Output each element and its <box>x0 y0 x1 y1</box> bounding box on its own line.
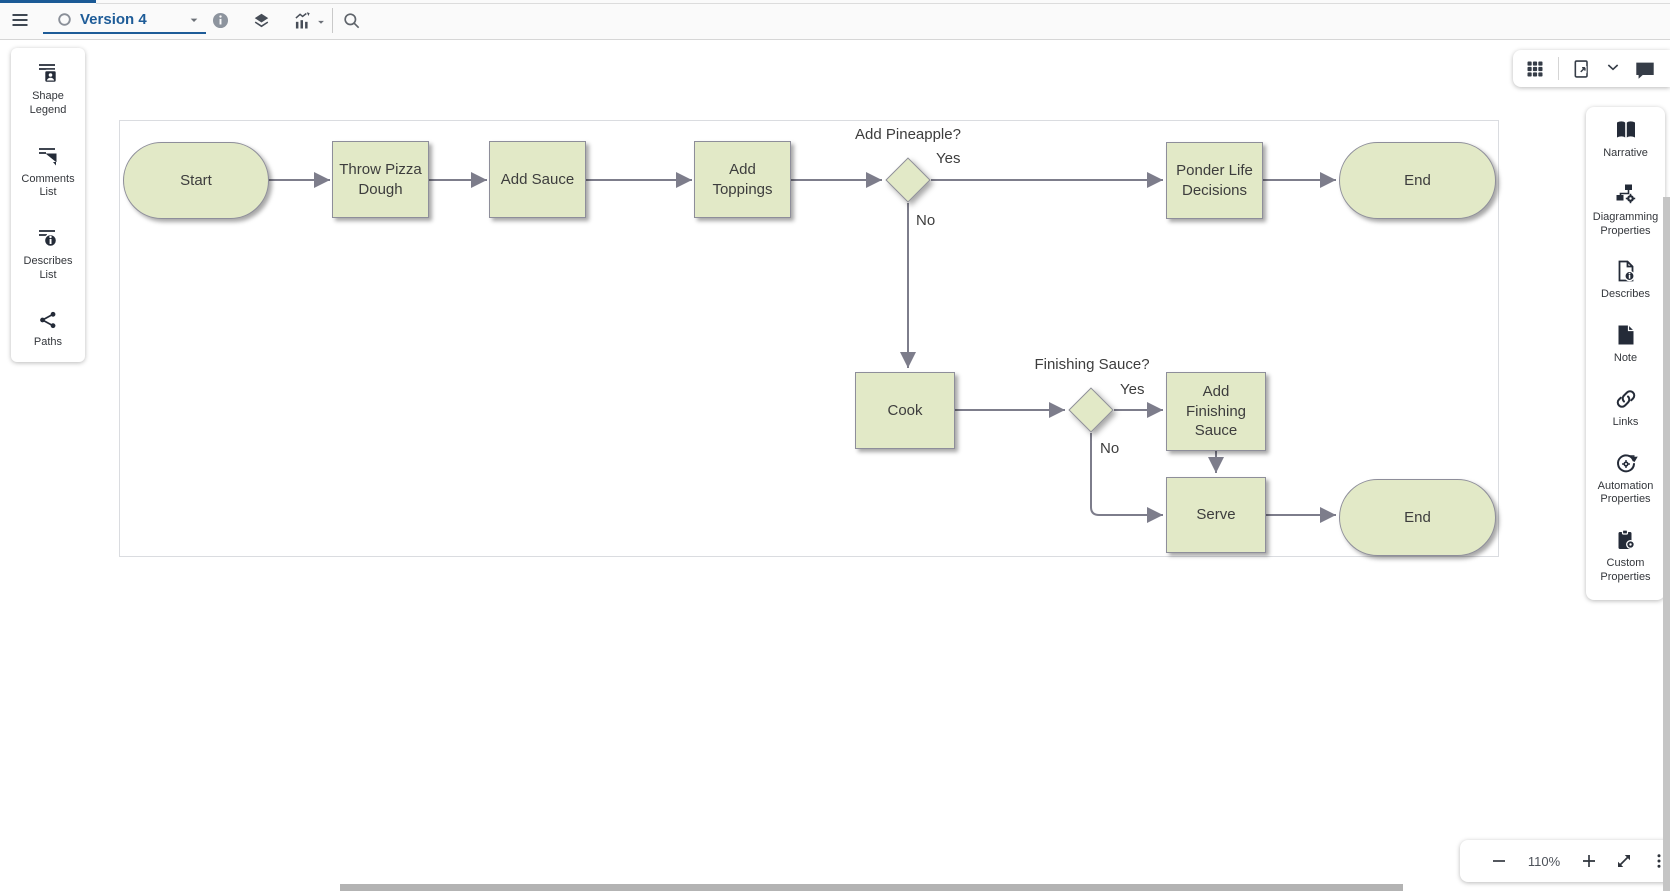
note-icon <box>1618 325 1633 345</box>
flow-node-throw-pizza-dough[interactable]: Throw Pizza Dough <box>332 141 429 218</box>
flow-node-add-pineapple-decision[interactable] <box>885 157 931 203</box>
caret-down-icon[interactable] <box>314 15 328 34</box>
describes-list-icon <box>39 230 58 248</box>
panel-label: Note <box>1613 352 1638 364</box>
link-icon <box>1616 390 1635 408</box>
panel-narrative[interactable]: Narrative <box>1586 118 1665 161</box>
flow-node-start[interactable]: Start <box>123 142 269 219</box>
tool-label: Comments List <box>21 172 75 199</box>
shape-legend-icon <box>39 64 58 84</box>
tool-label: Describes List <box>23 255 73 281</box>
flow-node-add-sauce[interactable]: Add Sauce <box>489 141 586 218</box>
panel-label: Describes <box>1601 288 1650 301</box>
paths-icon <box>40 311 56 328</box>
file-export-icon[interactable] <box>1572 59 1592 79</box>
automation-gear-icon <box>1616 453 1638 472</box>
version-status-icon <box>57 12 72 27</box>
zoom-controls: 110% <box>1460 840 1670 882</box>
node-label: Serve <box>1196 506 1236 524</box>
clipboard-gear-icon <box>1618 529 1635 549</box>
diagram-canvas[interactable] <box>119 120 1499 557</box>
flow-node-ponder-life-decisions[interactable]: Ponder Life Decisions <box>1166 142 1263 219</box>
fit-to-screen-icon[interactable] <box>1615 852 1633 870</box>
panel-automation-properties[interactable]: Automation Properties <box>1586 451 1665 508</box>
edge-label-no: No <box>1100 440 1120 457</box>
panel-note[interactable]: Note <box>1586 323 1665 366</box>
divider <box>1558 57 1559 80</box>
tool-shape-legend[interactable]: Shape Legend <box>11 61 85 118</box>
panel-label: Diagramming Properties <box>1592 210 1659 237</box>
node-label: Cook <box>887 401 923 419</box>
flow-node-serve[interactable]: Serve <box>1166 477 1266 553</box>
node-label: End <box>1404 171 1431 189</box>
node-label: Start <box>180 171 212 189</box>
node-label: Throw Pizza Dough <box>339 161 422 198</box>
panel-label: Automation Properties <box>1597 479 1654 506</box>
info-icon[interactable] <box>211 11 230 30</box>
comments-list-icon <box>39 147 57 165</box>
panel-describes[interactable]: Describes <box>1586 259 1665 302</box>
tool-paths[interactable]: Paths <box>11 309 85 350</box>
canvas-toolbar <box>1513 50 1670 87</box>
menu-icon[interactable] <box>10 10 30 30</box>
node-label: Add Sauce <box>500 170 575 188</box>
panel-links[interactable]: Links <box>1586 387 1665 430</box>
panel-label: Links <box>1612 415 1639 428</box>
flow-node-end-bottom[interactable]: End <box>1339 479 1496 556</box>
document-info-icon <box>1618 260 1635 282</box>
grid-icon[interactable] <box>1525 59 1545 79</box>
flow-node-add-finishing-sauce[interactable]: Add Finishing Sauce <box>1166 372 1266 451</box>
diagram-gear-icon <box>1616 184 1635 203</box>
flow-node-cook[interactable]: Cook <box>855 372 955 449</box>
node-label: Ponder Life Decisions <box>1176 162 1253 199</box>
edge-label-yes: Yes <box>1120 381 1145 398</box>
chevron-down-icon[interactable] <box>1605 59 1621 79</box>
version-selector[interactable]: Version 4 <box>43 7 206 34</box>
accent-strip <box>0 0 96 3</box>
book-icon <box>1616 121 1635 138</box>
vertical-scrollbar[interactable] <box>1663 197 1670 891</box>
more-options-icon[interactable] <box>1650 852 1668 870</box>
top-toolbar: Version 4 <box>0 0 1670 40</box>
zoom-in-button[interactable] <box>1580 852 1598 870</box>
tool-label: Shape Legend <box>29 90 67 116</box>
decision-question-label: Add Pineapple? <box>855 126 961 143</box>
panel-diagramming-properties[interactable]: Diagramming Properties <box>1586 182 1665 239</box>
flow-node-end-top[interactable]: End <box>1339 142 1496 219</box>
chart-stats-icon[interactable] <box>293 11 312 30</box>
node-label: End <box>1404 508 1431 526</box>
comment-icon[interactable] <box>1634 59 1656 79</box>
right-properties-panel: Narrative Diagramming Properties Describ… <box>1586 107 1665 600</box>
horizontal-scrollbar[interactable] <box>340 884 1403 891</box>
flow-node-add-toppings[interactable]: Add Toppings <box>694 141 791 218</box>
tool-label: Paths <box>33 335 63 348</box>
search-icon[interactable] <box>342 11 361 30</box>
panel-label: Narrative <box>1603 147 1648 159</box>
tool-comments-list[interactable]: Comments List <box>11 144 85 201</box>
decision-diamond <box>885 157 931 203</box>
left-tools-panel: Shape Legend Comments List Describes Lis… <box>11 48 85 362</box>
caret-down-icon <box>186 12 202 28</box>
flow-node-finishing-sauce-decision[interactable] <box>1068 387 1114 433</box>
zoom-level: 110% <box>1527 853 1561 869</box>
panel-label: Custom Properties <box>1600 557 1651 583</box>
decision-diamond <box>1068 387 1114 433</box>
zoom-out-button[interactable] <box>1490 852 1508 870</box>
node-label: Add Finishing Sauce <box>1185 383 1247 440</box>
edge-label-no: No <box>916 212 936 229</box>
panel-custom-properties[interactable]: Custom Properties <box>1586 528 1665 585</box>
edge-label-yes: Yes <box>936 150 961 167</box>
layers-icon[interactable] <box>252 11 271 30</box>
version-label: Version 4 <box>80 11 147 28</box>
decision-question-label: Finishing Sauce? <box>1034 356 1150 373</box>
divider <box>96 3 1670 4</box>
node-label: Add Toppings <box>712 161 773 198</box>
tool-describes-list[interactable]: Describes List <box>11 226 85 283</box>
divider <box>332 8 333 33</box>
